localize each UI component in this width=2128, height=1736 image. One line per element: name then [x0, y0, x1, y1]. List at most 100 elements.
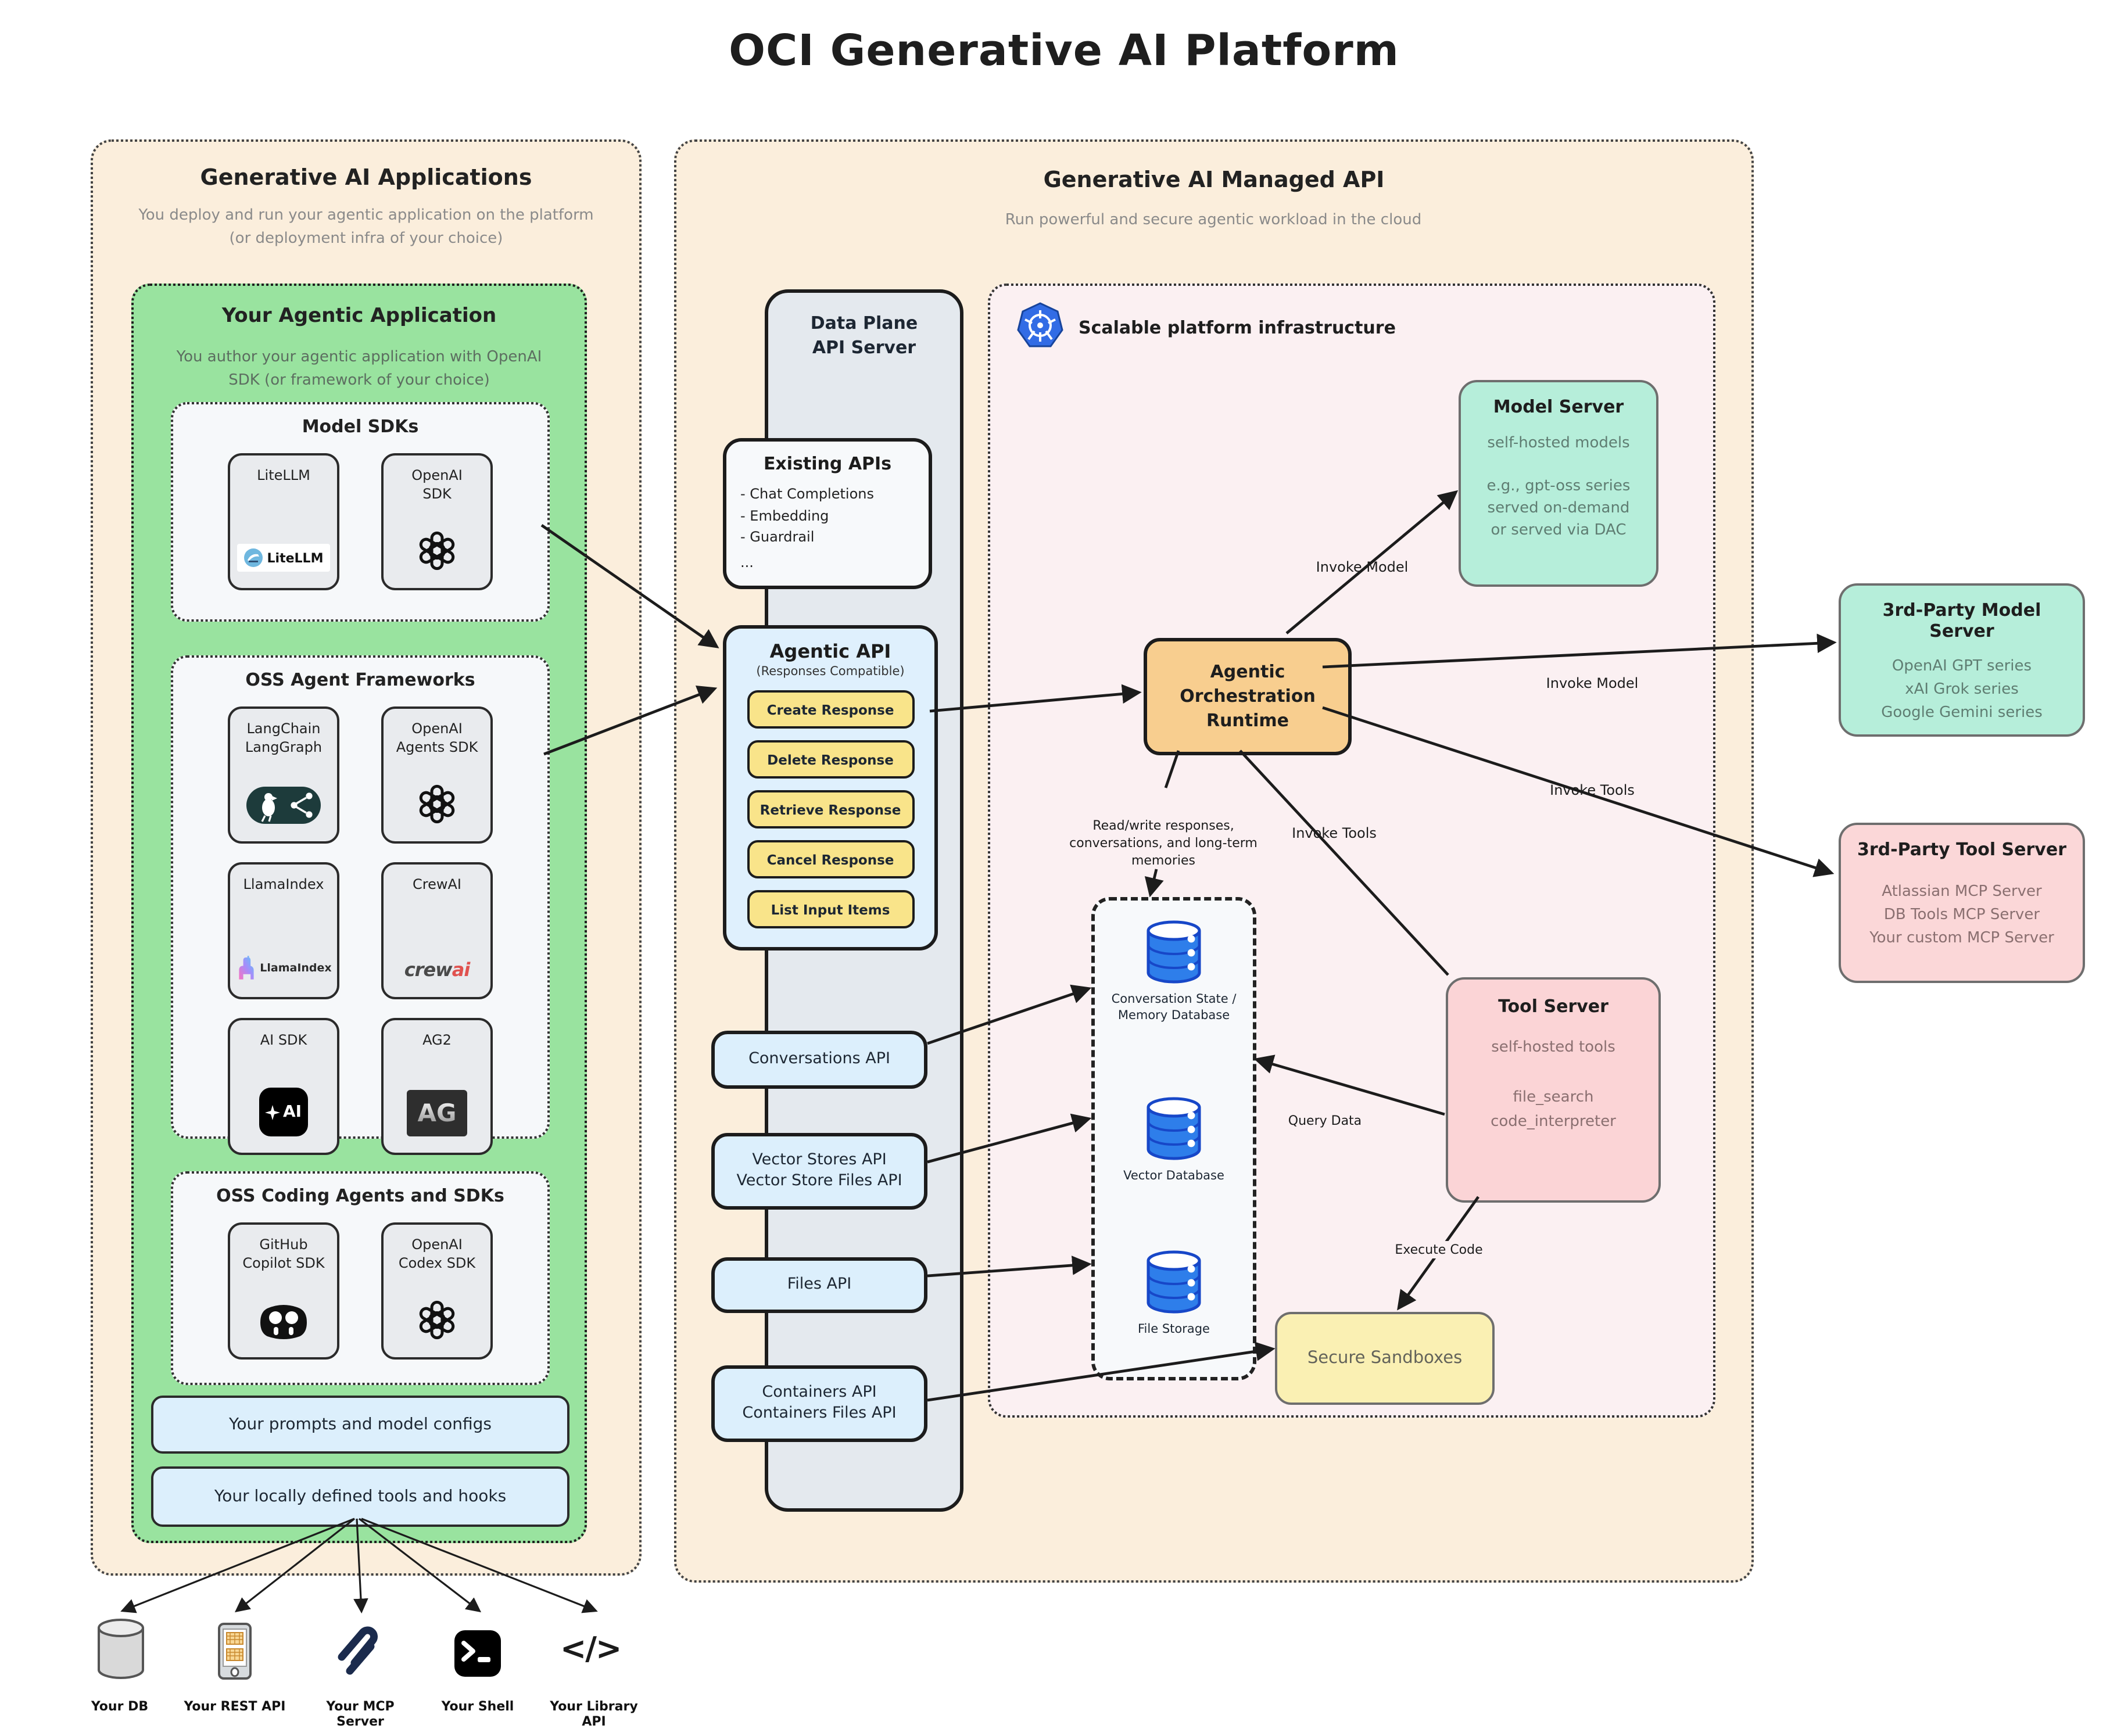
invoke-model-internal-label: Invoke Model: [1316, 559, 1409, 575]
tile-llamaindex: LlamaIndex LlamaIndex: [228, 862, 339, 999]
model-server-desc2: e.g., gpt-oss series served on-demand or…: [1486, 477, 1631, 539]
kubernetes-icon: [1016, 302, 1065, 356]
sparkle-icon: [265, 1104, 281, 1120]
right-panel-subtitle: Run powerful and secure agentic workload…: [1005, 211, 1422, 229]
page-title: OCI Generative AI Platform: [729, 26, 1399, 76]
llamaindex-logo-text: LlamaIndex: [260, 962, 332, 974]
tile-litellm: LiteLLM LiteLLM: [228, 453, 339, 590]
your-db-label: Your DB: [91, 1699, 149, 1714]
tool-server-desc2: file_search: [1513, 1088, 1594, 1106]
database-icon: [1147, 920, 1201, 984]
databases-dashed-box: Conversation State / Memory Database Vec…: [1091, 897, 1256, 1380]
conversations-api-pill: Conversations API: [711, 1031, 927, 1089]
your-library-api-icon: </>: [560, 1631, 622, 1667]
tool-server-desc3: code_interpreter: [1491, 1113, 1616, 1131]
query-data-label: Query Data: [1264, 1112, 1385, 1129]
oss-frameworks-card: OSS Agent Frameworks LangChain LangGraph…: [171, 655, 550, 1155]
tile-ag2: AG2 AG: [381, 1018, 493, 1155]
model-server-box: Model Server self-hosted models e.g., gp…: [1459, 380, 1658, 587]
openai-logo-icon: [416, 783, 458, 825]
third-party-tool-server-box: 3rd-Party Tool Server Atlassian MCP Serv…: [1839, 823, 2085, 983]
tile-openai-sdk: OpenAI SDK: [381, 453, 493, 590]
existing-api-item: - Chat Completions: [740, 486, 874, 502]
agentic-app-subtitle: You author your agentic application with…: [176, 349, 542, 390]
create-response-button: Create Response: [747, 690, 914, 729]
your-mcp-server-label: Your MCP Server: [326, 1699, 395, 1729]
cancel-response-button: Cancel Response: [747, 840, 914, 878]
execute-code-label: Execute Code: [1371, 1241, 1506, 1258]
right-panel-title: Generative AI Managed API: [1043, 167, 1385, 193]
invoke-model-external-label: Invoke Model: [1546, 675, 1639, 691]
model-server-title: Model Server: [1493, 396, 1624, 417]
retrieve-response-button: Retrieve Response: [747, 790, 914, 828]
tile-openai-codex-sdk: OpenAI Codex SDK: [381, 1222, 493, 1360]
agentic-api-box: Agentic API (Responses Compatible) Creat…: [723, 625, 938, 951]
generative-ai-applications-panel: Generative AI Applications You deploy an…: [91, 139, 642, 1576]
tool-server-title: Tool Server: [1498, 996, 1608, 1017]
secure-sandboxes-box: Secure Sandboxes: [1275, 1312, 1495, 1405]
tile-openai-sdk-label: OpenAI SDK: [411, 467, 463, 502]
your-agentic-application-box: Your Agentic Application You author your…: [131, 284, 587, 1543]
vector-stores-api-pill: Vector Stores API Vector Store Files API: [711, 1133, 927, 1210]
tile-langchain: LangChain LangGraph: [228, 706, 339, 844]
litellm-logo-text: LiteLLM: [267, 550, 324, 565]
agentic-orchestration-runtime-box: Agentic Orchestration Runtime: [1144, 638, 1352, 755]
your-rest-api-label: Your REST API: [184, 1699, 286, 1714]
oss-frameworks-tiles: LangChain LangGraph OpenAI Agents SDK Ll…: [173, 706, 547, 1155]
left-panel-title: Generative AI Applications: [200, 165, 532, 191]
oss-frameworks-title: OSS Agent Frameworks: [245, 669, 475, 690]
your-mcp-server-icon: [335, 1624, 386, 1683]
oss-coding-title: OSS Coding Agents and SDKs: [216, 1185, 504, 1206]
agentic-api-title: Agentic API: [769, 640, 891, 662]
litellm-logo: LiteLLM: [237, 544, 331, 572]
oss-coding-card: OSS Coding Agents and SDKs GitHub Copilo…: [171, 1171, 550, 1385]
infrastructure-title: Scalable platform infrastructure: [1079, 317, 1396, 338]
model-server-desc1: self-hosted models: [1487, 435, 1630, 452]
tile-github-copilot-sdk: GitHub Copilot SDK: [228, 1222, 339, 1360]
your-shell-icon: [453, 1629, 502, 1683]
read-write-label: Read/write responses, conversations, and…: [1069, 818, 1258, 868]
agentic-api-subtitle: (Responses Compatible): [756, 665, 905, 679]
list-input-items-button: List Input Items: [747, 890, 914, 928]
tile-ai-sdk: AI SDK AI: [228, 1018, 339, 1155]
left-panel-subtitle: You deploy and run your agentic applicat…: [138, 207, 594, 248]
existing-api-item: ...: [740, 554, 754, 571]
langchain-logo-icon: [245, 785, 322, 825]
database-icon: [1147, 1097, 1201, 1160]
your-library-api-label: Your Library API: [550, 1699, 638, 1729]
llamaindex-logo-icon: LlamaIndex: [235, 955, 332, 981]
tool-server-desc1: self-hosted tools: [1491, 1039, 1615, 1056]
existing-apis-title: Existing APIs: [763, 453, 892, 474]
existing-api-item: - Guardrail: [740, 529, 815, 546]
tile-litellm-label: LiteLLM: [257, 467, 310, 483]
model-sdks-tiles: LiteLLM LiteLLM OpenAI SDK: [173, 453, 547, 590]
prompts-configs-bar: Your prompts and model configs: [151, 1396, 569, 1454]
database-icon: [1147, 1250, 1201, 1314]
files-api-pill: Files API: [711, 1257, 927, 1313]
model-sdks-card: Model SDKs LiteLLM LiteLLM OpenAI SDK: [171, 402, 550, 622]
litellm-train-icon: [243, 548, 263, 567]
model-sdks-title: Model SDKs: [302, 416, 419, 437]
your-shell-label: Your Shell: [441, 1699, 514, 1714]
openai-logo-icon: [416, 1299, 458, 1341]
local-tools-hooks-bar: Your locally defined tools and hooks: [151, 1466, 569, 1527]
copilot-icon: [258, 1304, 309, 1341]
file-storage-db: File Storage: [1095, 1249, 1253, 1337]
containers-api-pill: Containers API Containers Files API: [711, 1365, 927, 1442]
invoke-tools-external-label: Invoke Tools: [1550, 782, 1635, 798]
tile-openai-agents-sdk: OpenAI Agents SDK: [381, 706, 493, 844]
tool-server-box: Tool Server self-hosted tools file_searc…: [1446, 977, 1661, 1203]
invoke-tools-internal-label: Invoke Tools: [1292, 825, 1377, 841]
openai-logo-icon: [416, 530, 458, 572]
ai-sdk-logo-icon: AI: [259, 1088, 308, 1136]
existing-api-item: - Embedding: [740, 507, 829, 524]
vector-db: Vector Database: [1095, 1096, 1253, 1184]
conversation-state-db: Conversation State / Memory Database: [1095, 919, 1253, 1024]
ag2-logo-icon: AG: [407, 1090, 467, 1136]
your-db-icon: [94, 1617, 148, 1685]
delete-response-button: Delete Response: [747, 740, 914, 779]
data-plane-title: Data Plane API Server: [810, 313, 918, 358]
